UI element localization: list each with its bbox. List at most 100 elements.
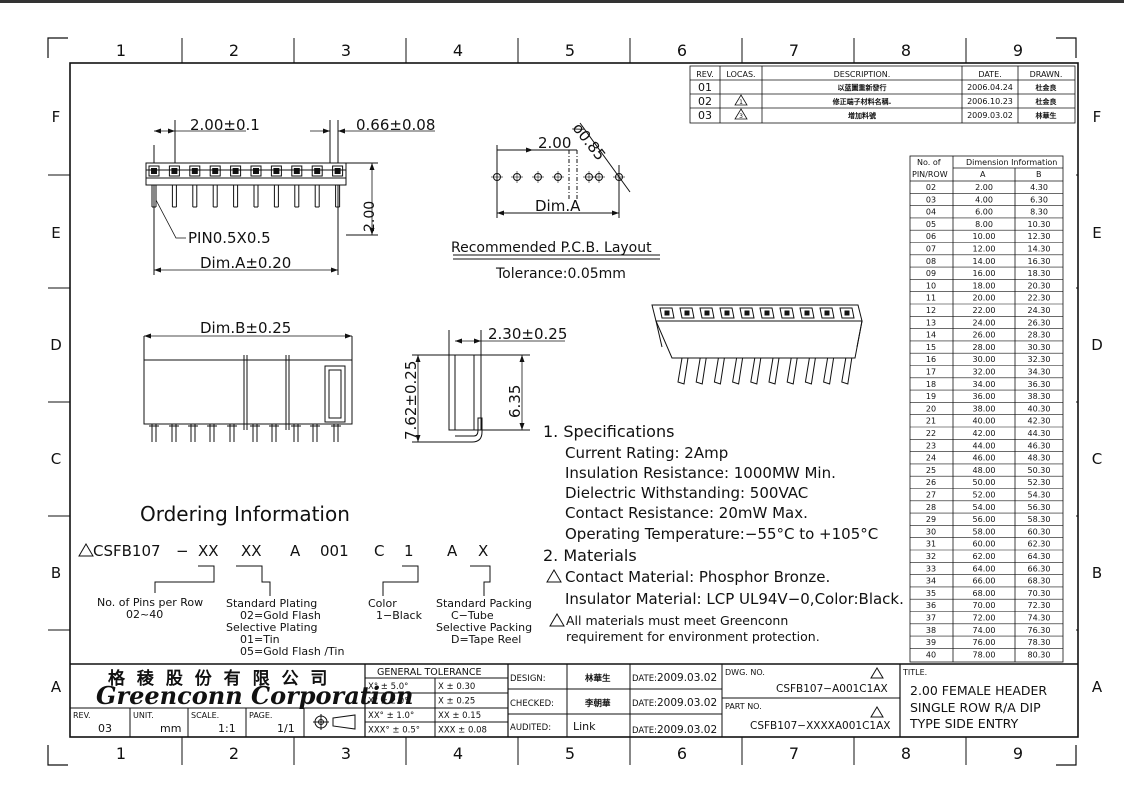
dim-a-value: 78.00 [973,650,996,659]
code-part: C [374,542,384,560]
dim-b-value: 46.30 [1028,441,1051,450]
dim-b-value: 42.30 [1028,417,1051,426]
design-value: 林華生 [585,673,611,684]
angular-tolerance: X° ± 5.0° [368,682,408,692]
pitch-dim: 2.00±0.1 [190,116,260,134]
pin-contact [191,168,198,174]
pin-table [909,155,1064,663]
revision-header: DATE. [978,70,1001,79]
zone-row-label: E [51,224,60,242]
pin-count: 31 [926,540,936,549]
part-no-label: PART NO. [725,702,762,711]
ordering-info: Ordering Information CSFB107 − XX XX A 0… [78,502,532,658]
zone-row-label: B [1092,564,1102,582]
linear-tolerance: X ± 0.30 [438,682,475,692]
zone-column-label: 6 [677,41,687,60]
zone-column-label: 9 [1013,744,1023,763]
linear-tolerance: XX ± 0.15 [438,711,481,721]
zone-row-label: C [51,450,61,468]
pcb-layout [453,122,660,260]
dim-b-value: 68.30 [1028,577,1051,586]
date-label: DATE: [632,699,657,709]
dim-b-value: 18.30 [1028,269,1051,278]
pin-count: 29 [926,515,936,524]
date-label: DATE: [632,674,657,684]
side-width-dim: 2.30±0.25 [488,325,567,343]
dim-b-value: 32.30 [1028,355,1051,364]
pin-cavity [311,165,323,177]
zone-row-label: F [1093,108,1102,126]
pin-cavity [209,165,221,177]
dim-b-value: 74.30 [1028,614,1051,623]
pin-table-header-dim: Dimension Information [966,158,1057,167]
dim-a-value: 34.00 [973,380,996,389]
dim-a-value: 74.00 [973,626,996,635]
linear-tolerance: X ± 0.25 [438,697,475,707]
dim-a-label: Dim.A±0.20 [200,254,291,272]
iso-contact [664,310,670,316]
pin-contact [232,168,239,174]
dim-a-value: 62.00 [973,552,996,561]
zone-column-label: 8 [901,41,911,60]
dim-a-value: 70.00 [973,601,996,610]
pcb-tolerance: Tolerance:0.05mm [495,266,626,282]
zone-column-label: 8 [901,744,911,763]
zone-row-label: F [52,108,61,126]
pack-legend: Selective Packing [436,621,532,634]
ordering-title: Ordering Information [140,502,350,526]
pack-legend: C−Tube [451,609,494,622]
company-name-en: Greenconn Corporation [96,681,413,710]
inner-border [69,62,1079,738]
date-label: DATE: [632,726,657,736]
pins-legend: 02~40 [126,608,163,621]
angular-tolerance: XXX° ± 0.5° [368,726,420,736]
zone-column-label: 3 [341,744,351,763]
iso-contact [784,310,790,316]
dim-a-value: 46.00 [973,454,996,463]
zone-row-label: A [1092,678,1103,696]
dim-b-value: 20.30 [1028,281,1051,290]
spec-line: Operating Temperature:−55°C to +105°C [565,525,878,543]
dim-a-value: 54.00 [973,503,996,512]
zone-column-label: 5 [565,744,575,763]
title-label: TITLE. [902,668,927,677]
pin-count: 26 [926,478,936,487]
pin-contact [151,168,157,174]
revision-description: 修正端子材料名稱. [832,97,892,106]
dim-b-value: 16.30 [1028,257,1051,266]
pin-count: 21 [926,417,936,426]
isometric-view [651,304,863,385]
iso-contact [824,310,830,316]
rev-value: 03 [98,722,112,735]
dim-a-value: 76.00 [973,638,996,647]
pcb-title: Recommended P.C.B. Layout [451,240,652,256]
dim-b-value: 56.30 [1028,503,1051,512]
zone-column-label: 9 [1013,41,1023,60]
contact-material: Contact Material: Phosphor Bronze. [565,568,830,586]
revision-locas: 3 [739,113,743,120]
pin-table-header-pinrow: PIN/ROW [912,170,948,179]
code-part: A [447,542,458,560]
revision-description: 以蓝圖重新發行 [838,83,887,92]
pin-cavity [291,165,303,177]
iso-contact [724,310,730,316]
front-view-dims [154,128,435,273]
dim-b-value: 44.30 [1028,429,1051,438]
pin-count: 24 [926,454,936,463]
dim-a-value: 44.00 [973,441,996,450]
dim-a-value: 28.00 [973,343,996,352]
height-dim: 2.00 [362,201,378,232]
dim-a-value: 4.00 [975,195,993,204]
code-part: XX [241,542,262,560]
pin-contact [212,168,219,174]
dim-a-value: 2.00 [975,183,993,192]
iso-pin [823,357,835,385]
pin-count: 19 [926,392,936,401]
company-name-cn: 格 稜 股 份 有 限 公 司 [108,668,330,689]
plating-legend: Selective Plating [226,621,318,634]
materials-title: 2. Materials [543,546,637,565]
title-block [70,663,1078,737]
checked-value: 李朝華 [584,698,611,709]
checked-label: CHECKED: [510,699,554,709]
